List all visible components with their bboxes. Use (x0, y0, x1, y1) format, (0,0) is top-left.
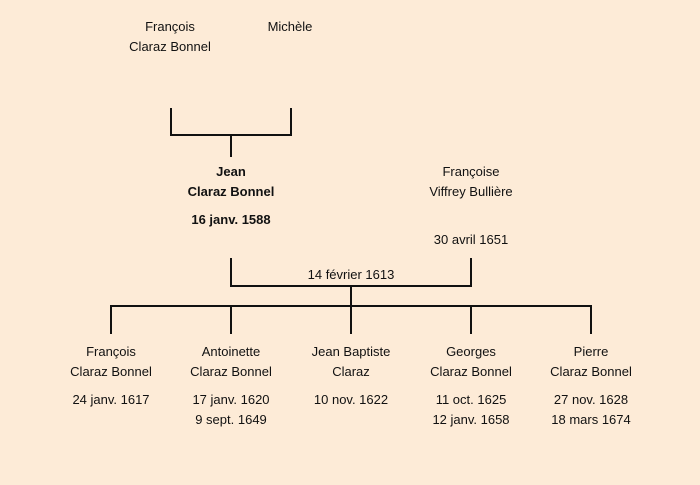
last-name: Claraz (332, 364, 370, 379)
connector-line (350, 285, 352, 307)
last-name (220, 37, 360, 57)
connector-line (590, 305, 592, 334)
last-name: Claraz Bonnel (430, 364, 512, 379)
birth-date: 10 nov. 1622 (313, 392, 389, 407)
person-grandfather[interactable]: François Claraz Bonnel (100, 17, 240, 57)
first-name: François (145, 19, 195, 34)
death-date (281, 410, 421, 430)
connector-line (290, 108, 292, 136)
person-child[interactable]: Pierre Claraz Bonnel 27 nov. 1628 18 mar… (521, 342, 661, 430)
person-spouse[interactable]: Françoise Viffrey Bullière 30 avril 1651 (401, 162, 541, 250)
death-date: 12 janv. 1658 (432, 412, 510, 427)
birth-date: 11 oct. 1625 (435, 392, 507, 407)
death-date: 18 mars 1674 (551, 412, 631, 427)
first-name: Jean Baptiste (311, 344, 391, 359)
first-name: Jean (216, 164, 246, 179)
first-name: Georges (446, 344, 496, 359)
connector-line (110, 305, 112, 334)
connector-line (470, 258, 472, 287)
connector-line (350, 305, 352, 334)
person-grandmother[interactable]: Michèle (220, 17, 360, 57)
person-child[interactable]: François Claraz Bonnel 24 janv. 1617 (41, 342, 181, 430)
birth-date: 16 janv. 1588 (191, 212, 271, 227)
person-child[interactable]: Antoinette Claraz Bonnel 17 janv. 1620 9… (161, 342, 301, 430)
person-subject[interactable]: Jean Claraz Bonnel 16 janv. 1588 (161, 162, 301, 230)
last-name: Claraz Bonnel (129, 39, 211, 54)
connector-line (170, 108, 172, 136)
birth-date: 24 janv. 1617 (72, 392, 150, 407)
first-name: François (86, 344, 136, 359)
connector-line (230, 258, 232, 287)
connector-line (230, 305, 232, 334)
first-name: Antoinette (201, 344, 261, 359)
marriage-date: 14 février 1613 (307, 267, 395, 282)
birth-date (401, 210, 541, 230)
last-name: Claraz Bonnel (190, 364, 272, 379)
first-name: Pierre (573, 344, 609, 359)
birth-date: 27 nov. 1628 (553, 392, 629, 407)
person-child[interactable]: Georges Claraz Bonnel 11 oct. 1625 12 ja… (401, 342, 541, 430)
birth-date: 17 janv. 1620 (192, 392, 270, 407)
first-name: Michèle (267, 19, 313, 34)
death-date: 30 avril 1651 (433, 232, 509, 247)
first-name: Françoise (442, 164, 500, 179)
last-name: Claraz Bonnel (550, 364, 632, 379)
death-date: 9 sept. 1649 (195, 412, 267, 427)
connector-line (230, 134, 232, 157)
death-date (41, 410, 181, 430)
connector-line (470, 305, 472, 334)
person-child[interactable]: Jean Baptiste Claraz 10 nov. 1622 (281, 342, 421, 430)
last-name: Viffrey Bullière (429, 184, 513, 199)
last-name: Claraz Bonnel (70, 364, 152, 379)
last-name: Claraz Bonnel (187, 184, 275, 199)
